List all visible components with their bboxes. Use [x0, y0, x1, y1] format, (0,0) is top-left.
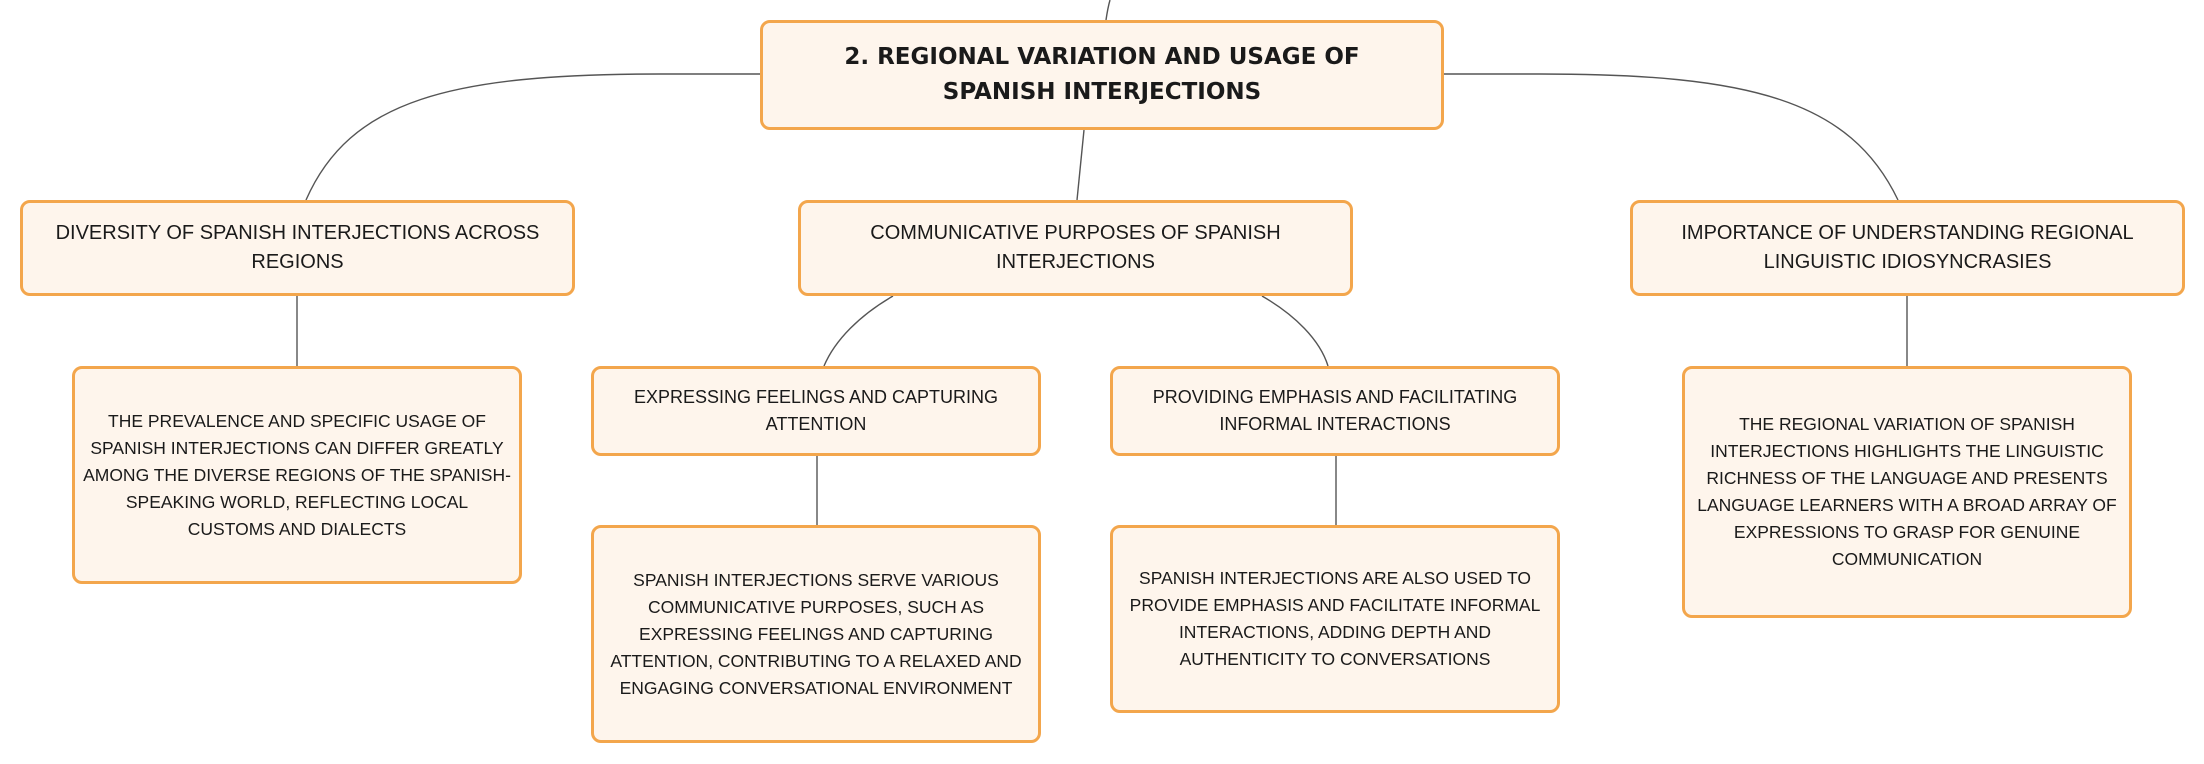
- feelings-detail-node[interactable]: Spanish interjections serve various comm…: [591, 525, 1041, 743]
- diversity-detail-node[interactable]: The prevalence and specific usage of Spa…: [72, 366, 522, 584]
- connector-root-to-diversity: [305, 73, 760, 201]
- communicative-topic-label: Communicative Purposes of Spanish Interj…: [870, 222, 1281, 273]
- importance-topic-label: Importance of Understanding Regional Lin…: [1681, 222, 2134, 273]
- importance-detail-node[interactable]: The regional variation of Spanish interj…: [1682, 366, 2132, 618]
- importance-topic-node[interactable]: Importance of Understanding Regional Lin…: [1630, 200, 2185, 296]
- connector-communicative-to-feelings: [823, 295, 894, 367]
- root-topic-node[interactable]: 2. Regional Variation and Usage of Spani…: [760, 20, 1444, 130]
- importance-detail-text: The regional variation of Spanish interj…: [1697, 414, 2117, 569]
- feelings-subtopic-label: Expressing Feelings and Capturing Attent…: [633, 387, 999, 434]
- diversity-topic-node[interactable]: Diversity of Spanish Interjections Acros…: [20, 200, 575, 296]
- diversity-topic-label: Diversity of Spanish Interjections Acros…: [55, 222, 540, 273]
- feelings-detail-text: Spanish interjections serve various comm…: [610, 569, 1022, 698]
- emphasis-subtopic-label: Providing Emphasis and Facilitating Info…: [1152, 387, 1518, 434]
- connector-root-to-importance: [1444, 73, 1899, 201]
- connector-root-to-communicative: [1076, 129, 1085, 201]
- emphasis-subtopic-node[interactable]: Providing Emphasis and Facilitating Info…: [1110, 366, 1560, 456]
- connector-communicative-to-emphasis: [1261, 295, 1329, 367]
- emphasis-detail-text: Spanish interjections are also used to p…: [1129, 568, 1541, 669]
- feelings-subtopic-node[interactable]: Expressing Feelings and Capturing Attent…: [591, 366, 1041, 456]
- communicative-topic-node[interactable]: Communicative Purposes of Spanish Interj…: [798, 200, 1353, 296]
- connector-parent-to-root: [1105, 0, 1111, 21]
- diversity-detail-text: The prevalence and specific usage of Spa…: [83, 410, 511, 539]
- emphasis-detail-node[interactable]: Spanish interjections are also used to p…: [1110, 525, 1560, 713]
- root-topic-label: 2. Regional Variation and Usage of Spani…: [844, 44, 1360, 105]
